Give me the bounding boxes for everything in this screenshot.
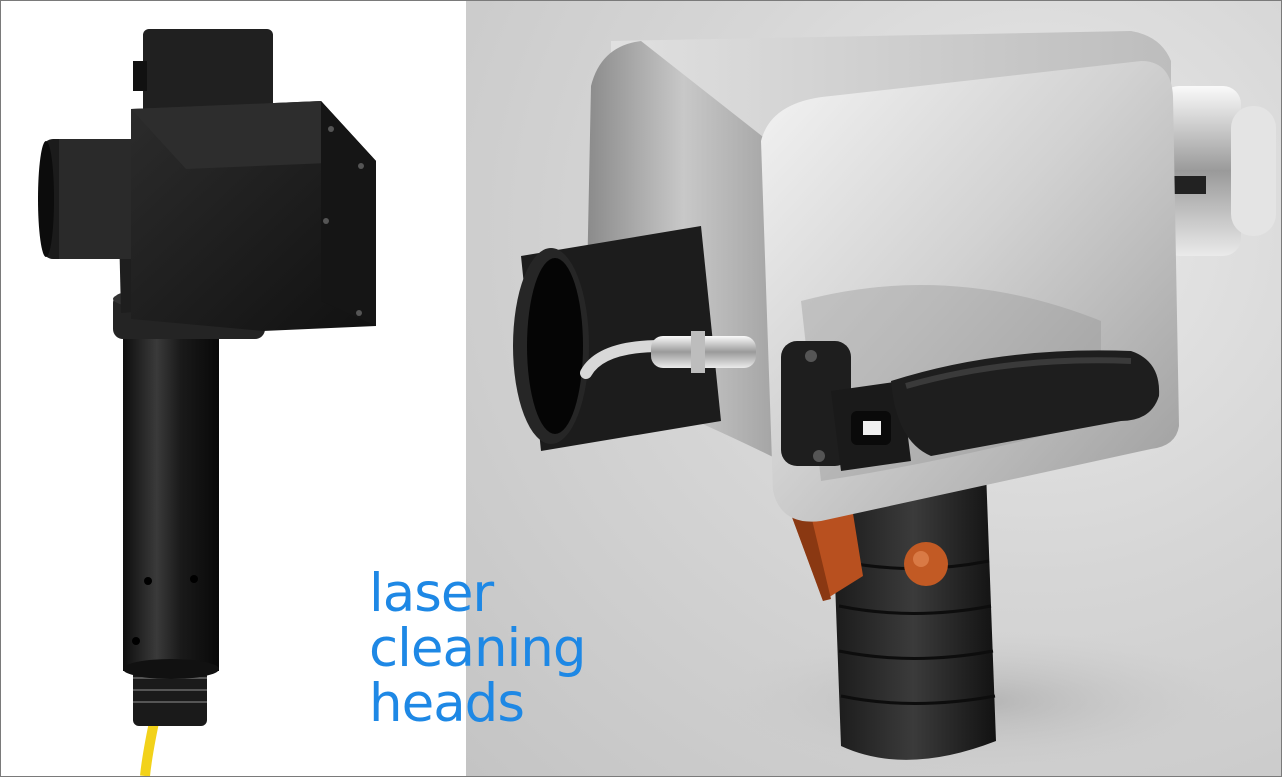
silver-laser-cleaning-gun (513, 31, 1276, 771)
caption-line-laser: laser (369, 563, 494, 624)
black-laser-cleaning-head (38, 29, 376, 776)
caption-line-heads: heads (369, 673, 525, 734)
caption-line-cleaning: cleaning (369, 618, 586, 679)
product-caption: laser cleaning heads (369, 566, 586, 731)
